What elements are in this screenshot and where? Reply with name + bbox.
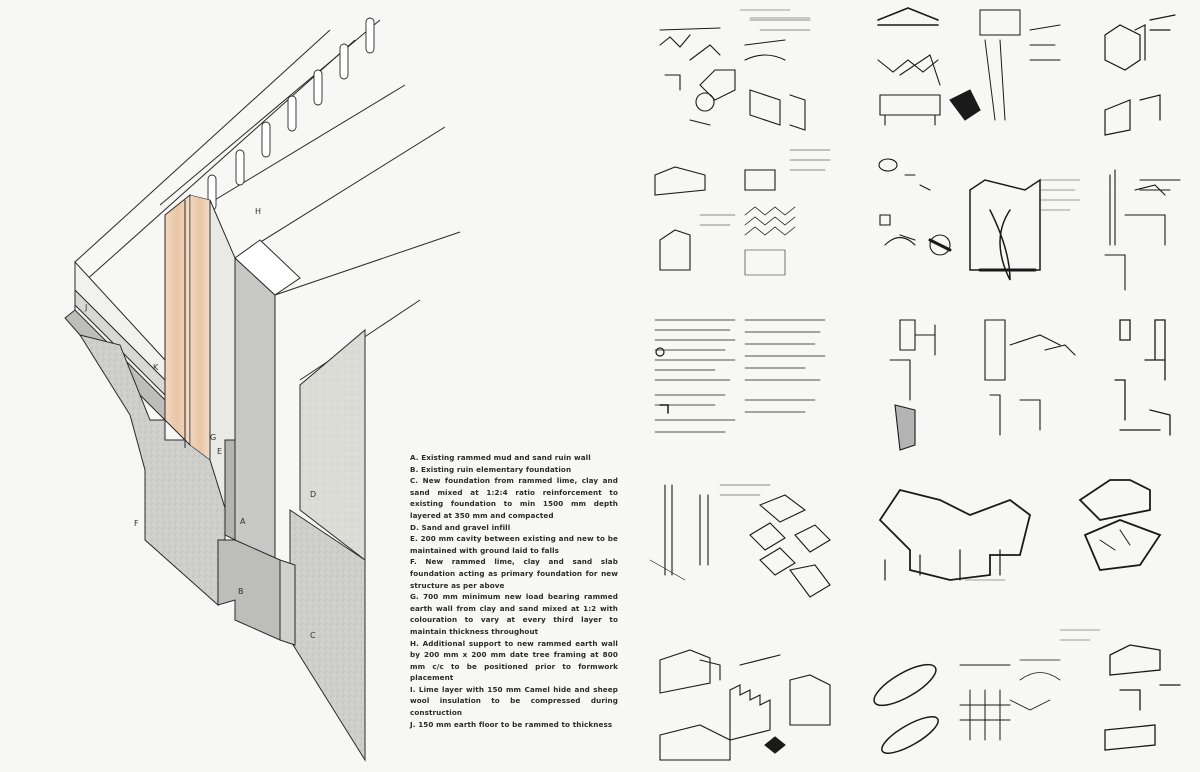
- legend-item-c: C. New foundation from rammed lime, clay…: [410, 476, 618, 520]
- label-d: D: [310, 490, 316, 499]
- legend-item-i: I. Lime layer with 150 mm Camel hide and…: [410, 684, 618, 718]
- label-h: H: [255, 207, 261, 216]
- sketch-3-5: [1104, 644, 1181, 751]
- label-g: G: [210, 433, 216, 442]
- label-b: B: [238, 587, 244, 596]
- legend-item-a: A. Existing rammed mud and sand ruin wal…: [410, 453, 591, 462]
- sketch-2-1: [877, 7, 1061, 126]
- sketch-1-1: [659, 19, 811, 131]
- label-e: E: [217, 447, 222, 456]
- sketch-3-2: [1104, 169, 1181, 291]
- label-j: J: [84, 303, 87, 312]
- sketch-2-4: [878, 479, 1162, 581]
- legend-item-b: B. Existing ruin elementary foundation: [410, 464, 572, 474]
- sketch-1-3: [654, 319, 826, 433]
- label-c: C: [310, 631, 316, 640]
- legend-item-f: F. New rammed lime, clay and sand slab f…: [410, 557, 618, 590]
- sketch-3-1: [1104, 14, 1176, 136]
- sketch-1-4: [649, 484, 831, 598]
- isometric-section: [64, 17, 461, 762]
- legend-item-g: G. 700 mm minimum new load bearing ramme…: [410, 592, 618, 636]
- label-a: A: [240, 517, 246, 526]
- sketch-2-2: [878, 158, 1041, 281]
- sketch-1-5: [659, 649, 831, 761]
- timber-posts: [207, 17, 375, 211]
- sketch-2-5: [873, 659, 1061, 754]
- label-k: K: [153, 363, 159, 372]
- legend-item-d: D. Sand and gravel infill: [410, 522, 511, 532]
- legend-item-h: H. Additional support to new rammed eart…: [410, 638, 618, 683]
- legend-item-j: J. 150 mm earth floor to be rammed to th…: [410, 719, 613, 729]
- sketch-3-3: [1114, 319, 1171, 436]
- sketch-grid: [649, 7, 1181, 761]
- legend: A. Existing rammed mud and sand ruin wal…: [410, 452, 618, 730]
- sketch-2-3: [889, 319, 1076, 451]
- legend-item-e: E. 200 mm cavity between existing and ne…: [410, 534, 618, 555]
- label-f: F: [134, 519, 139, 528]
- handwritten-notes: [739, 9, 1101, 641]
- sketch-1-2: [654, 149, 831, 276]
